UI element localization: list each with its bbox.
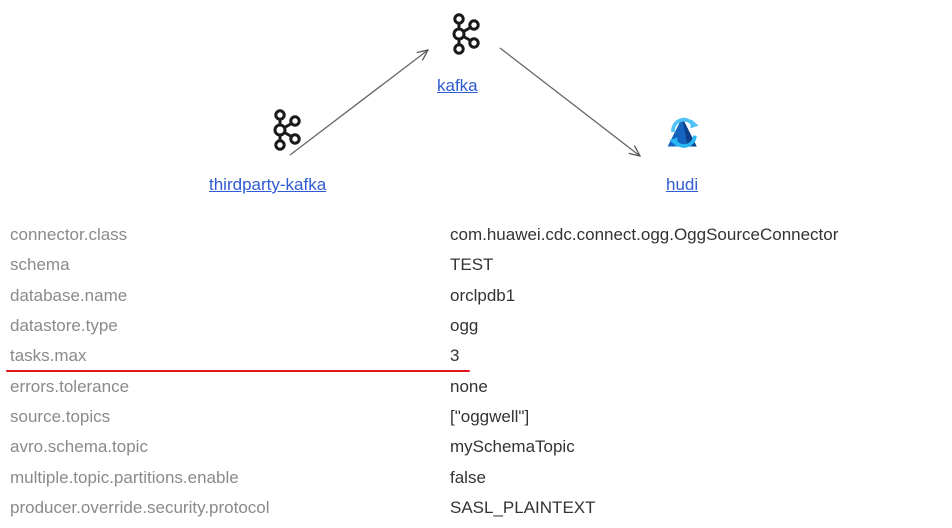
property-key: errors.tolerance: [10, 376, 130, 396]
node-link-hudi[interactable]: hudi: [666, 175, 699, 194]
property-value: false: [450, 467, 486, 487]
property-key: multiple.topic.partitions.enable: [10, 467, 239, 487]
property-value: com.huawei.cdc.connect.ogg.OggSourceConn…: [450, 225, 839, 245]
kafka-logo-icon[interactable]: [443, 12, 483, 56]
property-key: schema: [10, 255, 70, 275]
edge-thirdparty-kafka-to-kafka: [289, 50, 428, 156]
property-key: source.topics: [10, 406, 111, 426]
property-row: avro.schema.topic mySchemaTopic: [10, 432, 952, 462]
property-key: database.name: [10, 285, 128, 305]
property-value: orclpdb1: [450, 285, 516, 305]
highlight-underline: [6, 370, 470, 372]
property-value: SASL_PLAINTEXT: [450, 497, 596, 517]
connector-properties-table: connector.class com.huawei.cdc.connect.o…: [10, 220, 952, 523]
node-link-kafka[interactable]: kafka: [437, 76, 478, 95]
property-row: connector.class com.huawei.cdc.connect.o…: [10, 220, 952, 250]
property-value: mySchemaTopic: [450, 437, 575, 457]
property-value: TEST: [450, 255, 494, 275]
kafka-logo-icon[interactable]: [264, 108, 304, 152]
property-row-highlighted: tasks.max 3: [10, 341, 952, 371]
hudi-logo-icon[interactable]: [664, 110, 704, 154]
property-value: none: [450, 376, 488, 396]
property-value: ["oggwell"]: [450, 406, 530, 426]
property-value: 3: [450, 346, 460, 366]
property-value: ogg: [450, 316, 479, 336]
lineage-arrows: [289, 47, 952, 220]
property-row: errors.tolerance none: [10, 371, 952, 401]
property-key: tasks.max: [10, 346, 87, 366]
property-row: multiple.topic.partitions.enable false: [10, 462, 952, 492]
property-row: datastore.type ogg: [10, 311, 952, 341]
property-row: database.name orclpdb1: [10, 281, 952, 311]
property-key: producer.override.security.protocol: [10, 497, 270, 517]
node-link-thirdparty-kafka[interactable]: thirdparty-kafka: [209, 175, 327, 194]
property-key: connector.class: [10, 225, 128, 245]
edge-kafka-to-hudi: [499, 47, 640, 156]
property-row: producer.override.security.protocol SASL…: [10, 493, 952, 523]
property-key: avro.schema.topic: [10, 437, 148, 457]
property-row: schema TEST: [10, 250, 952, 280]
property-row: source.topics ["oggwell"]: [10, 402, 952, 432]
property-key: datastore.type: [10, 316, 118, 336]
